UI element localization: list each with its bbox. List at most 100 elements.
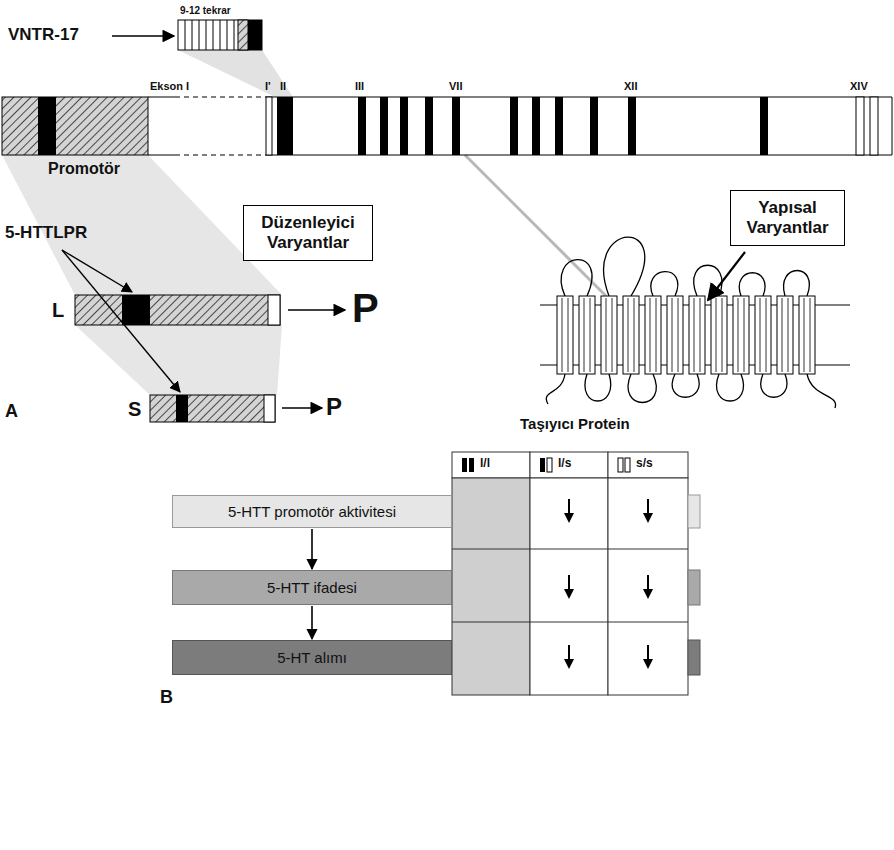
genotype-table-part-part (643, 589, 653, 599)
transporter-protein-part-part (766, 298, 767, 372)
genotype-table-part (608, 452, 688, 478)
transporter-protein-part-part (722, 298, 723, 372)
gene-bar-part (38, 97, 56, 155)
shading (2, 50, 606, 395)
genotype-table-part (608, 478, 688, 695)
transporter-protein-part-part (672, 298, 673, 372)
gene-bar-part (148, 97, 175, 98)
transporter-protein-part (562, 298, 810, 372)
transporter-protein-part-part (782, 298, 783, 372)
transporter-protein-part-part (601, 296, 617, 374)
genotype-table-part-part (647, 645, 649, 661)
vntr-box-part (213, 20, 214, 50)
diagram-label: Promotör (48, 160, 120, 178)
gene-bar-part (277, 97, 293, 155)
transporter-protein-part-part (788, 298, 789, 372)
transporter-protein-part-part (694, 298, 695, 372)
transporter-protein-part-part (711, 296, 727, 374)
diagram-label: VII (449, 80, 462, 92)
gene-bar-part (532, 97, 540, 155)
transporter-protein-part-part (694, 265, 722, 296)
vntr-box-part (234, 20, 235, 50)
genotype-table-part (618, 458, 623, 472)
transporter-protein-part-part (585, 374, 611, 401)
transporter-protein-part-part (700, 298, 701, 372)
transporter-protein-part-part (777, 296, 793, 374)
gene-bar-part (425, 97, 433, 155)
shading-part (178, 50, 293, 97)
gene-bar-part (380, 97, 388, 155)
gene-bar (2, 97, 892, 155)
diagram-label: P (326, 394, 342, 420)
shading-part (2, 155, 282, 295)
diagram-label: l/s (558, 457, 571, 470)
genotype-table-part (530, 478, 608, 695)
genotype-table-part-part (564, 589, 574, 599)
vntr-box-part (185, 20, 186, 50)
gene-bar-part (760, 97, 768, 155)
diagram-label: Taşıyıcı Protein (520, 416, 630, 433)
gene-bar-part (856, 97, 864, 155)
gene-bar-part (358, 97, 366, 155)
process-band: 5-HTT promotör aktivitesi (172, 495, 452, 528)
diagram-label: l/l (480, 457, 490, 470)
diagram-label: S (128, 398, 141, 420)
gene-bar-part (628, 97, 636, 155)
transporter-protein-part-part (606, 298, 607, 372)
genotype-table-part (452, 549, 688, 550)
shading-part (75, 325, 282, 395)
genotype-table-part (688, 495, 700, 528)
genotype-table-part (540, 458, 545, 472)
transporter-protein-part-part (557, 296, 573, 374)
transporter-protein-part-part (628, 374, 656, 403)
transporter-protein-part-part (733, 296, 749, 374)
promoter-alleles-part (264, 395, 275, 422)
transporter-protein-part-part (546, 374, 565, 404)
genotype-table-part-part (564, 659, 574, 669)
diagram-label: II (280, 80, 286, 92)
genotype-table-part (625, 458, 630, 472)
variant-box: Yapısal Varyantlar (730, 190, 845, 246)
transporter-protein-part-part (568, 298, 569, 372)
gene-bar-part (148, 155, 175, 156)
genotype-table-part-part (643, 659, 653, 669)
transporter-protein-part-part (612, 298, 613, 372)
gene-bar-part (2, 97, 148, 155)
transporter-protein-part-part (651, 272, 678, 296)
transporter-protein-part-part (645, 296, 661, 374)
promoter-alleles-part (62, 250, 132, 292)
vntr-box-part (238, 20, 248, 50)
diagram-label: XIV (850, 80, 868, 92)
diagram-label: XII (624, 80, 637, 92)
genotype-table-part-part (568, 645, 570, 661)
genotype-table-part (462, 458, 467, 472)
transporter-protein-part-part (562, 298, 563, 372)
gene-bar-part (266, 97, 272, 155)
vntr-box-part (192, 20, 193, 50)
genotype-table-part (530, 452, 608, 478)
transporter-protein-part-part (760, 298, 761, 372)
genotype-table-part (547, 458, 552, 472)
genotype-table-part-part (643, 513, 653, 523)
diagram-label: L (52, 299, 64, 321)
diagram-label: VNTR-17 (8, 26, 79, 45)
promoter-alleles-part (288, 309, 345, 311)
promoter-alleles-part (122, 295, 150, 325)
transporter-protein-part-part (755, 296, 771, 374)
transporter-protein (540, 237, 850, 408)
diagram-label: B (160, 688, 173, 708)
gene-bar-part (892, 97, 893, 155)
transporter-protein-part-part (717, 374, 744, 401)
gene-bar-part (590, 97, 598, 155)
diagram-label: 9-12 tekrar (180, 5, 231, 16)
genotype-table-part (569, 499, 648, 661)
transporter-protein-part-part (656, 298, 657, 372)
transporter-protein-part-part (604, 237, 645, 296)
gene-bar-part (175, 97, 265, 98)
transporter-protein-part-part (784, 271, 810, 297)
promoter-alleles-part (268, 295, 280, 325)
transporter-protein-part-part (590, 298, 591, 372)
gene-bar-part (870, 97, 878, 155)
transporter-protein-part-part (650, 298, 651, 372)
promoter-alleles-part (282, 407, 322, 409)
